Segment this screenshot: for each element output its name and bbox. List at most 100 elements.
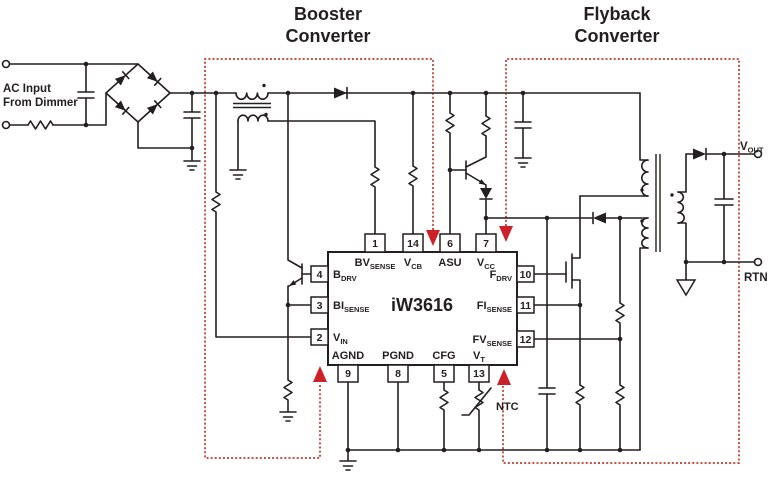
pin-label-pgnd: PGND: [382, 350, 414, 362]
vout-label: VOUT: [740, 141, 764, 155]
startup-bjt-emitter-wire: [465, 172, 487, 189]
output-rectifier-diode: [693, 148, 706, 160]
pin-number-13: 13: [473, 368, 485, 380]
flyback-section-outline: [502, 58, 740, 464]
booster-converter-title: Booster Converter: [285, 4, 370, 46]
pin-label-bdrv: BDRV: [333, 269, 357, 283]
pin-number-2: 2: [317, 332, 323, 344]
vcc-feed-diode: [480, 188, 492, 199]
pin-box-5: [433, 364, 455, 383]
flyback-aux-bottom-wire: [639, 247, 649, 451]
boost-bjt-emitter-arrow-icon: [289, 280, 297, 286]
rail-capacitor-to-ground: [514, 92, 532, 168]
pin-label-agnd: AGND: [332, 350, 364, 362]
flyback-sense-resistor: [575, 384, 585, 451]
flyback-boundary-arrow-up-icon: [497, 369, 511, 385]
boost-emitter-sense-resistor: [279, 285, 297, 422]
startup-bjt-emitter-arrow-icon: [478, 179, 486, 185]
asu-resistor-path: [445, 92, 467, 235]
pin-box-4: [310, 265, 329, 283]
pin-box-8: [387, 364, 409, 383]
secondary-top-wire: [677, 153, 687, 193]
pin-box-7: [475, 233, 497, 253]
secondary-winding: [677, 191, 685, 224]
pin-number-9: 9: [345, 368, 351, 380]
secondary-bottom-wire: [677, 222, 687, 263]
startup-transistor: [465, 92, 493, 235]
ic-body: [327, 251, 518, 366]
pin-label-vcb: VCB: [404, 257, 423, 271]
startup-bjt-collector-wire: [465, 92, 487, 168]
ntc-resistor-body: [474, 381, 484, 451]
flyback-aux-winding: [641, 217, 649, 249]
ic-iw3616: iW3616 1 14 6 7 BVSENSE VCB ASU VCC 4 3 …: [310, 233, 535, 383]
ac-input-label-line2: From Dimmer: [3, 97, 78, 109]
pin-label-fisense: FISENSE: [477, 300, 512, 314]
ground-bus-section: NTC: [339, 381, 641, 471]
ac-terminal-top: [1, 59, 11, 69]
pin-label-bvsense: BVSENSE: [355, 257, 396, 271]
flyback-primary-top-wire: [639, 92, 649, 161]
booster-title-line1: Booster: [294, 4, 362, 24]
secondary-ground-symbol: [675, 279, 697, 297]
pin-label-bisense: BISENSE: [333, 300, 369, 314]
flyback-boundary-arrow-down-icon: [499, 226, 513, 242]
ac-input-wires: [8, 63, 139, 126]
booster-title-line2: Converter: [285, 26, 370, 46]
boost-aux-polarity-dot: [264, 112, 268, 117]
booster-boundary-arrow-up-icon: [313, 366, 327, 382]
pin-number-12: 12: [520, 334, 532, 346]
flyback-title-line1: Flyback: [583, 4, 651, 24]
pin-number-8: 8: [395, 368, 401, 380]
pin-label-cfg: CFG: [432, 350, 455, 362]
pin-number-6: 6: [447, 238, 453, 250]
bridge-return-and-ground: [137, 121, 201, 171]
boost-output-diode: [334, 86, 348, 100]
bridge-outline: [105, 63, 171, 123]
cfg-resistor: [439, 381, 449, 451]
pin-box-12: [516, 330, 535, 348]
flyback-core: [655, 154, 661, 252]
bvsense-resistor-path: [267, 120, 380, 235]
pin-label-fvsense: FVSENSE: [473, 334, 513, 348]
pin-number-5: 5: [441, 368, 447, 380]
bridge-diode-top-right-icon: [146, 71, 162, 86]
rtn-terminal: [753, 257, 763, 267]
output-diode-cathode-wire: [705, 147, 756, 161]
pin-label-vt: VT: [473, 350, 485, 364]
pin-number-7: 7: [483, 238, 489, 250]
startup-collector-resistor: [481, 115, 491, 137]
boost-primary-winding: [235, 92, 269, 101]
bridge-diode-top-left-icon: [114, 71, 130, 86]
boost-inductor-core: [233, 102, 271, 109]
booster-boundary-arrow-down-icon: [426, 230, 440, 246]
aux-polarity-dot: [640, 219, 644, 223]
bridge-diode-bottom-left-icon: [114, 100, 130, 115]
input-resistor: [27, 120, 54, 130]
pin-label-vin: VIN: [333, 332, 348, 346]
vcb-resistor-path: [408, 92, 418, 235]
ac-input-section: AC Input From Dimmer: [1, 59, 139, 130]
pin-box-3: [310, 296, 329, 314]
vin-startup-resistor-path: [211, 92, 312, 338]
bridge-diode-bottom-right-icon: [146, 100, 162, 115]
bulk-capacitor: [183, 92, 201, 149]
output-section: VOUT RTN: [675, 141, 768, 297]
bridge-rectifier: [105, 63, 201, 171]
ac-terminal-bottom: [1, 120, 11, 130]
ntc-strike-line: [461, 387, 492, 416]
flyback-transformer: [579, 92, 687, 451]
primary-polarity-dot: [640, 188, 644, 192]
pin-label-asu: ASU: [438, 257, 461, 269]
flyback-converter-title: Flyback Converter: [574, 4, 659, 46]
junction-dots: [83, 61, 727, 453]
flyback-mosfet: [533, 195, 585, 451]
pin-number-4: 4: [317, 269, 323, 281]
pin-number-3: 3: [317, 300, 323, 312]
boost-switch-transistor: [279, 92, 312, 422]
rtn-label: RTN: [744, 272, 768, 284]
output-capacitor: [714, 153, 734, 263]
pin-box-9: [337, 364, 359, 383]
